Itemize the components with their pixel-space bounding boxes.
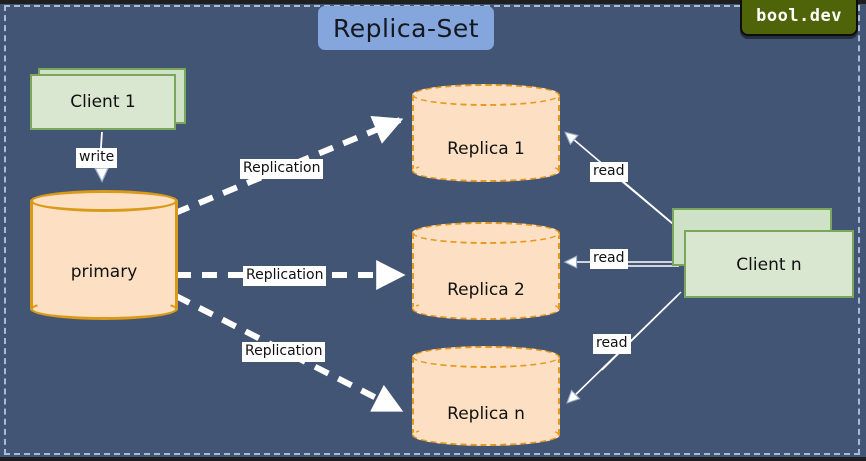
edge-label-replication-1: Replication — [240, 159, 324, 179]
replica-n-cylinder-top — [412, 346, 560, 368]
edge-label-write: write — [76, 148, 118, 168]
brand-badge: bool.dev — [740, 0, 858, 36]
bottom-edge-strip — [0, 457, 866, 461]
primary-cylinder-body — [30, 201, 178, 309]
edge-label-read-2: read — [590, 249, 628, 269]
node-primary[interactable]: primary — [30, 190, 178, 320]
replica-n-cylinder-bottom — [412, 424, 560, 446]
replica-1-cylinder-body — [412, 95, 560, 171]
page-title: Replica-Set — [318, 6, 494, 50]
replica-1-cylinder-bottom — [412, 160, 560, 182]
top-edge-strip — [0, 0, 866, 4]
client-n-sheet-front — [684, 230, 854, 298]
edge-label-replication-2: Replication — [243, 266, 327, 286]
client-1-sheet-front — [30, 74, 176, 130]
node-replica-2[interactable]: Replica 2 — [412, 222, 560, 320]
node-replica-n[interactable]: Replica n — [412, 346, 560, 446]
primary-cylinder-top — [30, 190, 178, 212]
replica-2-cylinder-bottom — [412, 298, 560, 320]
replica-2-cylinder-top — [412, 222, 560, 244]
edge-read-1 — [564, 131, 682, 232]
edge-replication-1 — [173, 115, 404, 216]
edge-label-replication-n: Replication — [242, 342, 326, 362]
edge-replication-n — [174, 293, 404, 413]
replica-2-cylinder-body — [412, 233, 560, 309]
edge-label-read-n: read — [593, 334, 631, 354]
edge-label-read-1: read — [590, 162, 628, 182]
primary-cylinder-bottom — [30, 298, 178, 320]
replica-1-cylinder-top — [412, 84, 560, 106]
node-client-1[interactable]: Client 1 — [30, 68, 186, 132]
replica-n-cylinder-body — [412, 357, 560, 435]
node-client-n[interactable]: Client n — [672, 208, 858, 304]
node-replica-1[interactable]: Replica 1 — [412, 84, 560, 182]
